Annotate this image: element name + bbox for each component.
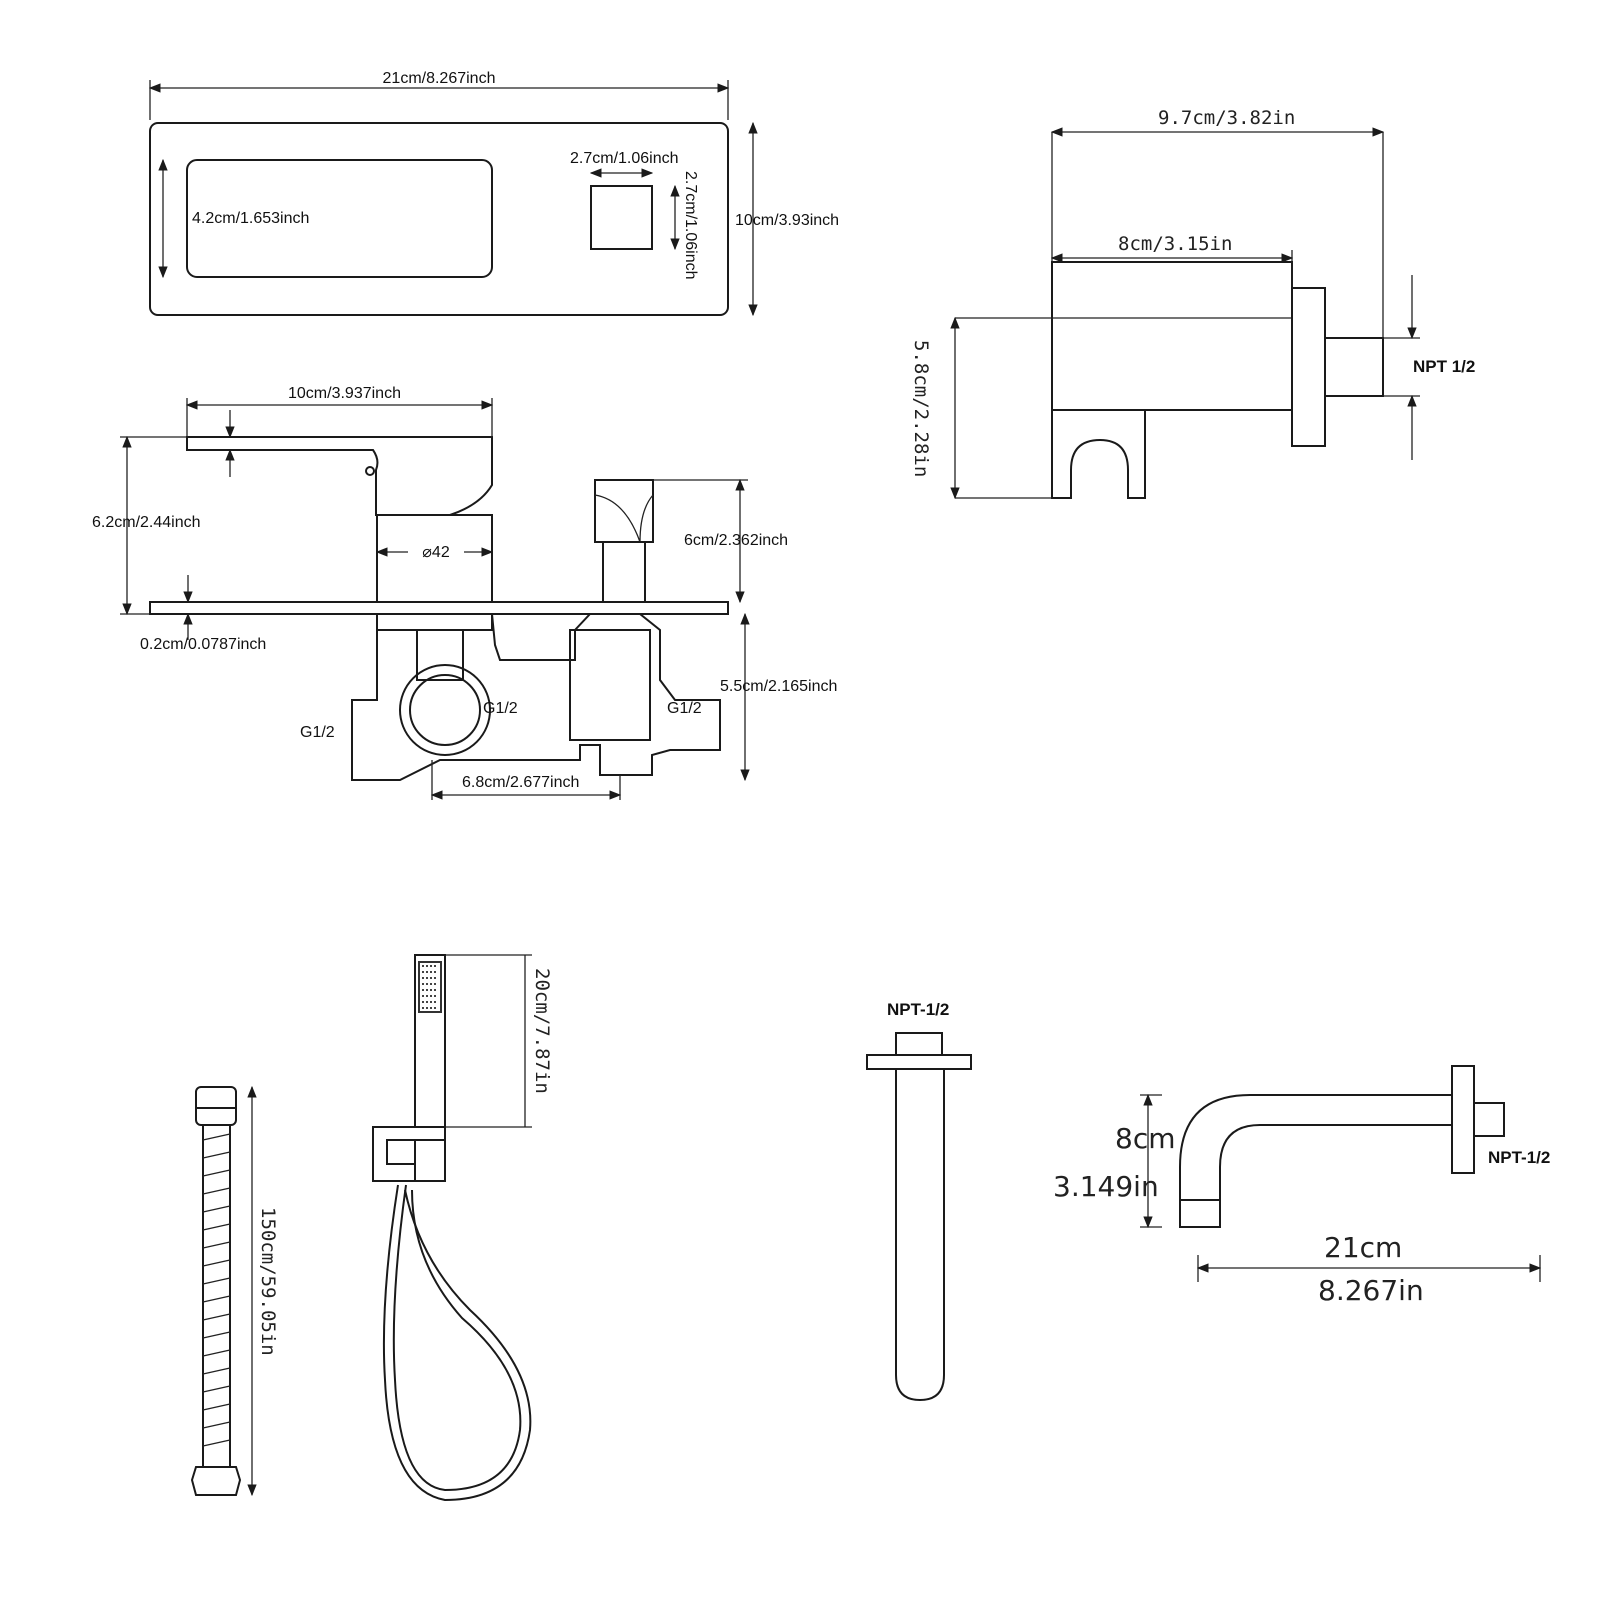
window-height-label: 4.2cm/1.653inch <box>192 210 309 227</box>
stem-diameter-label: ⌀42 <box>422 544 450 561</box>
outlet-body <box>1051 261 1293 411</box>
plate-square-cutout <box>590 185 653 250</box>
plate-height-label: 10cm/3.93inch <box>735 212 839 229</box>
outlet-depth-label: 9.7cm/3.82in <box>1158 107 1295 129</box>
outlet-flange <box>1291 287 1326 447</box>
hose-top-nut <box>195 1086 237 1126</box>
handshower-holder <box>372 1126 446 1182</box>
spout-side-flange <box>1451 1065 1475 1174</box>
plate-window <box>186 159 493 278</box>
outlet-height-label: 5.8cm/2.28in <box>910 340 932 477</box>
valve-body <box>351 613 721 781</box>
hose-body <box>202 1125 231 1467</box>
trim-plate-view: 21cm/8.267inch 10cm/3.93inch 4.2cm/1.653… <box>148 70 839 317</box>
spout-length-cm-label: 21cm <box>1324 1231 1402 1264</box>
port-right-label: G1/2 <box>667 700 702 717</box>
outlet-body-depth-label: 8cm/3.15in <box>1118 233 1232 255</box>
valve-side-view: ⌀42 10cm/3.937inch 6.2cm/2.44inch 0.2cm/… <box>92 385 837 800</box>
plate-width-label: 21cm/8.267inch <box>383 70 496 87</box>
valve-plate <box>149 601 729 615</box>
valve-height-label: 6.2cm/2.44inch <box>92 514 201 531</box>
spout-side-view: NPT-1/2 8cm 3.149in 21cm 8.267in <box>1053 1065 1550 1307</box>
trim-plate <box>149 122 729 316</box>
handshower-view: 20cm/7.87in <box>372 954 553 1502</box>
port-left-label: G1/2 <box>300 724 335 741</box>
spout-top-thread-label: NPT-1/2 <box>887 1000 949 1019</box>
plate-thickness-label: 0.2cm/0.0787inch <box>140 636 266 653</box>
spout-top-thread <box>895 1032 943 1056</box>
port-center-label: G1/2 <box>483 700 518 717</box>
square-width-label: 2.7cm/1.06inch <box>570 150 679 167</box>
spout-flange <box>866 1054 972 1070</box>
wall-outlet-view: 9.7cm/3.82in 8cm/3.15in 5.8cm/2.28in NPT… <box>910 107 1475 500</box>
body-height-label: 5.5cm/2.165inch <box>720 678 837 695</box>
body-width-label: 6.8cm/2.677inch <box>462 774 579 791</box>
knob-height-label: 6cm/2.362inch <box>684 532 788 549</box>
handle-length-label: 10cm/3.937inch <box>288 385 401 402</box>
hose-length-label: 150cm/59.05in <box>257 1207 279 1356</box>
outlet-thread-label: NPT 1/2 <box>1413 357 1475 376</box>
spout-length-in-label: 8.267in <box>1318 1274 1424 1307</box>
left-port <box>399 664 491 756</box>
spout-height-cm-label: 8cm <box>1115 1122 1175 1155</box>
spout-side-thread <box>1473 1102 1505 1137</box>
spout-front-body <box>895 1069 945 1402</box>
outlet-thread <box>1324 337 1384 397</box>
spout-height-in-label: 3.149in <box>1053 1170 1159 1203</box>
square-height-label: 2.7cm/1.06inch <box>682 171 699 280</box>
spout-side-thread-label: NPT-1/2 <box>1488 1148 1550 1167</box>
hose-bottom-nut <box>190 1466 242 1496</box>
valve-handle <box>186 436 493 516</box>
handshower-head <box>418 961 442 1013</box>
spout-side-body <box>1179 1094 1453 1228</box>
handshower-hose <box>382 1184 532 1502</box>
handshower-length-label: 20cm/7.87in <box>531 968 553 1094</box>
spout-front-view: NPT-1/2 <box>866 1000 972 1402</box>
hose-view: 150cm/59.05in <box>190 1085 279 1497</box>
